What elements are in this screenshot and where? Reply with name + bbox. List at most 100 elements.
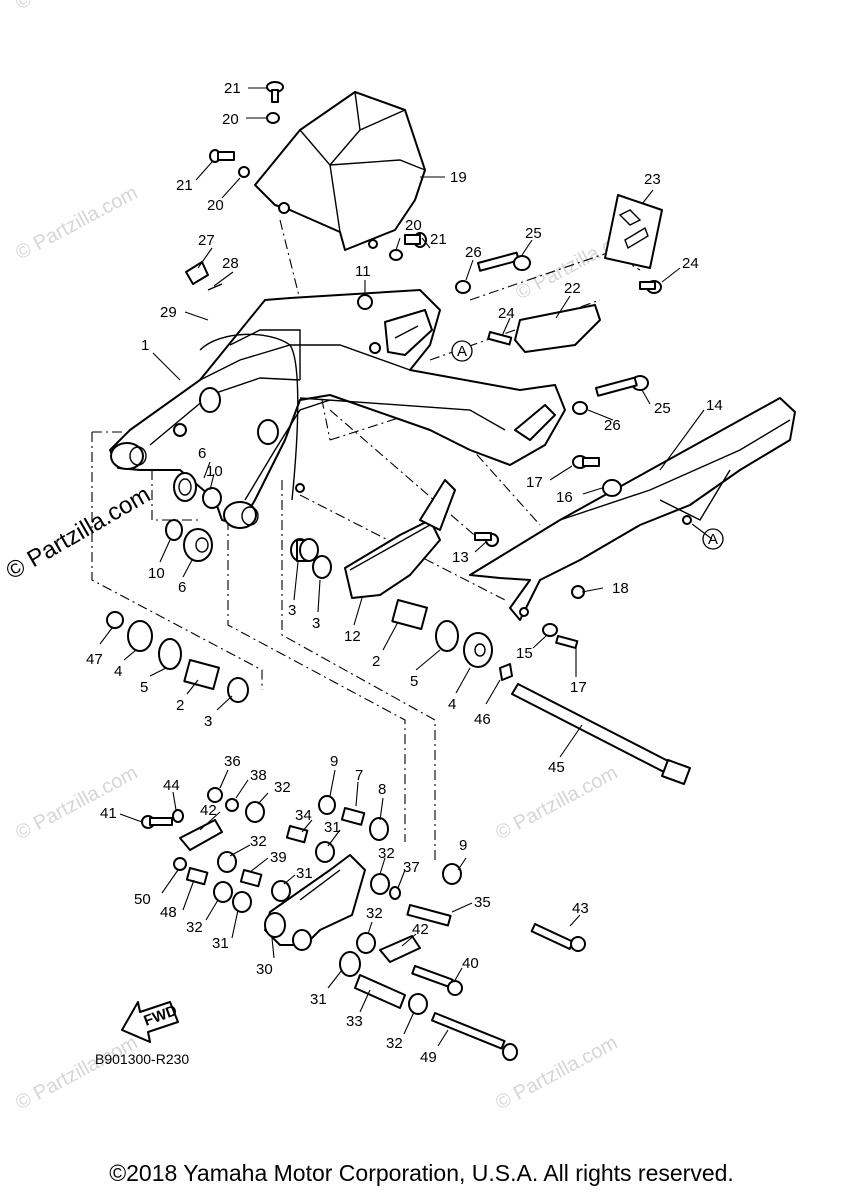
callout-numbers: 21 20 21 20 19 27 28 29 1 11 20 21 26 25… — [86, 80, 723, 1066]
callout-38: 38 — [250, 767, 267, 784]
swingarm — [109, 289, 566, 529]
callout-20: 20 — [222, 111, 239, 128]
callout-10: 10 — [148, 565, 165, 582]
brake-hose — [199, 333, 299, 501]
callout-2: 2 — [176, 697, 184, 714]
callout-3: 3 — [312, 615, 320, 632]
callout-18: 18 — [612, 580, 629, 597]
callout-9: 9 — [459, 837, 467, 854]
callout-17: 17 — [526, 474, 543, 491]
section-mark-label: A — [708, 531, 718, 548]
callout-45: 45 — [548, 759, 565, 776]
section-mark-a-2: A — [702, 528, 724, 550]
callout-31: 31 — [310, 991, 327, 1008]
callout-21: 21 — [224, 80, 241, 97]
copyright-notice: ©2018 Yamaha Motor Corporation, U.S.A. A… — [109, 1160, 734, 1186]
callout-27: 27 — [198, 232, 215, 249]
callout-8: 8 — [378, 781, 386, 798]
callout-14: 14 — [706, 397, 723, 414]
callout-5: 5 — [140, 679, 148, 696]
callout-12: 12 — [344, 628, 361, 645]
linkage-parts — [141, 787, 586, 1061]
callout-29: 29 — [160, 304, 177, 321]
plate — [604, 194, 663, 269]
callout-17: 17 — [570, 679, 587, 696]
section-mark-label: A — [457, 343, 467, 360]
callout-31: 31 — [212, 935, 229, 952]
section-mark-a-1: A — [451, 340, 473, 362]
callout-26: 26 — [465, 244, 482, 261]
callout-20: 20 — [405, 217, 422, 234]
callout-24: 24 — [682, 255, 699, 272]
callout-32: 32 — [386, 1035, 403, 1052]
callout-44: 44 — [163, 777, 180, 794]
callout-3: 3 — [204, 713, 212, 730]
callout-20: 20 — [207, 197, 224, 214]
callout-6: 6 — [198, 445, 206, 462]
callout-32: 32 — [366, 905, 383, 922]
callout-36: 36 — [224, 753, 241, 770]
callout-9: 9 — [330, 753, 338, 770]
bracket — [514, 304, 601, 353]
callout-5: 5 — [410, 673, 418, 690]
callout-41: 41 — [100, 805, 117, 822]
callout-49: 49 — [420, 1049, 437, 1066]
rear-fender-cover — [254, 91, 426, 251]
callout-25: 25 — [525, 225, 542, 242]
callout-3: 3 — [288, 602, 296, 619]
callout-31: 31 — [324, 819, 341, 836]
chain-slider — [344, 479, 456, 599]
callout-21: 21 — [176, 177, 193, 194]
callout-46: 46 — [474, 711, 491, 728]
callout-48: 48 — [160, 904, 177, 921]
callout-28: 28 — [222, 255, 239, 272]
callout-22: 22 — [564, 280, 581, 297]
callout-7: 7 — [355, 767, 363, 784]
callout-26: 26 — [604, 417, 621, 434]
callout-19: 19 — [450, 169, 467, 186]
callout-47: 47 — [86, 651, 103, 668]
bushings-and-bearings — [106, 472, 513, 703]
callout-33: 33 — [346, 1013, 363, 1030]
callout-23: 23 — [644, 171, 661, 188]
callout-39: 39 — [270, 849, 287, 866]
leader-lines — [99, 87, 713, 1047]
diagram-code: B901300-R230 — [95, 1051, 189, 1067]
watermark-text: © Partzilla.com — [12, 1032, 141, 1115]
callout-15: 15 — [516, 645, 533, 662]
callout-32: 32 — [274, 779, 291, 796]
callout-31: 31 — [296, 865, 313, 882]
callout-11: 11 — [355, 263, 371, 280]
callout-24: 24 — [498, 305, 515, 322]
chain-case — [469, 397, 796, 621]
upper-small-parts — [185, 81, 662, 649]
callout-42: 42 — [200, 802, 217, 819]
callout-1: 1 — [141, 337, 149, 354]
callout-42: 42 — [412, 921, 429, 938]
callout-43: 43 — [572, 900, 589, 917]
callout-34: 34 — [295, 807, 312, 824]
callout-21: 21 — [430, 231, 447, 248]
callout-35: 35 — [474, 894, 491, 911]
callout-16: 16 — [556, 489, 573, 506]
callout-50: 50 — [134, 891, 151, 908]
callout-4: 4 — [114, 663, 122, 680]
watermark-text: © Partzilla.com — [12, 762, 141, 845]
callout-37: 37 — [403, 859, 420, 876]
callout-4: 4 — [448, 696, 456, 713]
callout-32: 32 — [250, 833, 267, 850]
callout-32: 32 — [186, 919, 203, 936]
watermark-dark: © Partzilla.com — [2, 481, 156, 585]
callout-2: 2 — [372, 653, 380, 670]
callout-6: 6 — [178, 579, 186, 596]
callout-10: 10 — [206, 463, 223, 480]
callout-40: 40 — [462, 955, 479, 972]
callout-30: 30 — [256, 961, 273, 978]
callout-13: 13 — [452, 549, 469, 566]
callout-32: 32 — [378, 845, 395, 862]
callout-25: 25 — [654, 400, 671, 417]
pivot-axle — [511, 683, 691, 785]
watermark-text: © Partzilla.com — [12, 182, 141, 265]
watermark-text: © Partzilla.com — [12, 0, 141, 14]
